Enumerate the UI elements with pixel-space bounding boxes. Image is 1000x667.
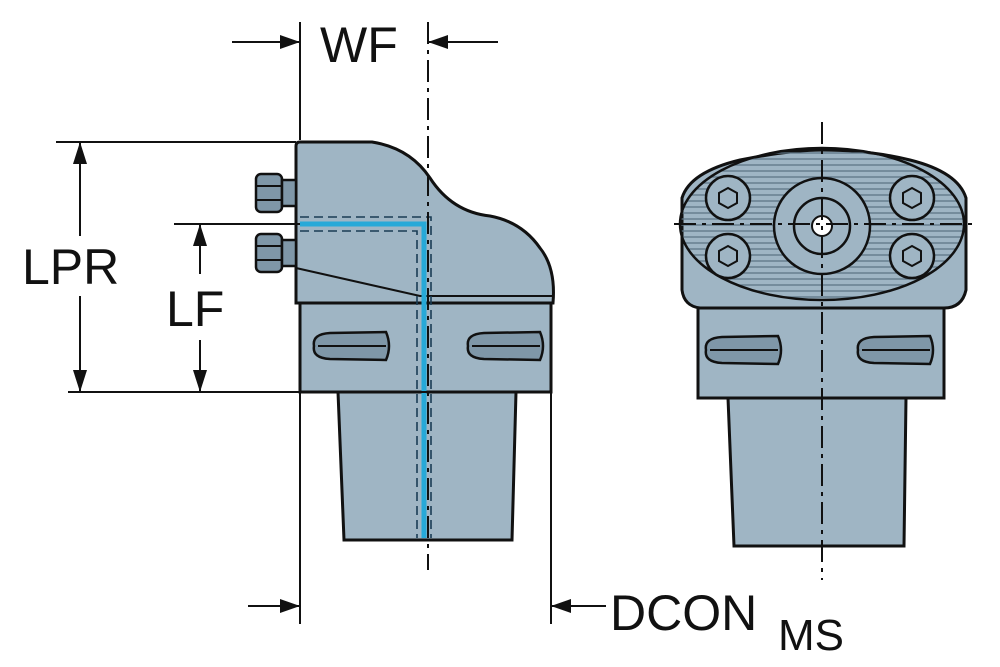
lf-label: LF <box>166 281 224 337</box>
clamp-screw-icon <box>254 172 298 214</box>
lpr-label: LPR <box>22 239 119 295</box>
hex-socket-icon <box>704 174 752 222</box>
hex-socket-icon <box>888 232 936 280</box>
front-view <box>674 122 976 580</box>
dcon-subscript-label: MS <box>778 611 844 660</box>
hex-socket-icon <box>704 232 752 280</box>
wf-label: WF <box>320 17 398 73</box>
dimension-lines <box>56 22 606 624</box>
clamp-screw-icon <box>254 232 298 274</box>
hex-socket-icon <box>888 174 936 222</box>
dcon-label: DCON <box>610 585 757 641</box>
front-shank <box>726 396 908 548</box>
side-view <box>254 140 555 542</box>
coolant-channel-icon <box>300 216 432 538</box>
